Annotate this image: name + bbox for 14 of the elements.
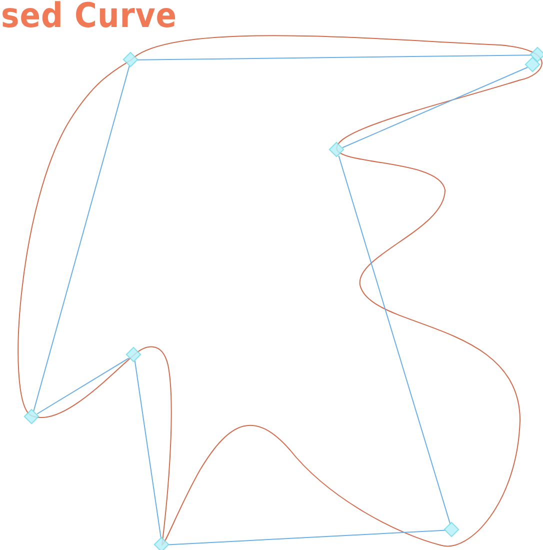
title: sed Curve <box>1 0 178 36</box>
polygon-line <box>342 66 528 148</box>
polygon-line <box>168 530 446 546</box>
polygon-line <box>134 360 162 540</box>
control-point <box>126 346 142 362</box>
control-point <box>122 52 138 68</box>
polygon-line <box>33 65 130 412</box>
control-point <box>24 408 40 424</box>
control-point <box>328 142 344 158</box>
polygon-line <box>36 358 130 414</box>
control-point <box>524 56 540 72</box>
polygon-line <box>136 54 532 60</box>
control-point <box>154 536 170 550</box>
polygon-line <box>338 155 451 525</box>
